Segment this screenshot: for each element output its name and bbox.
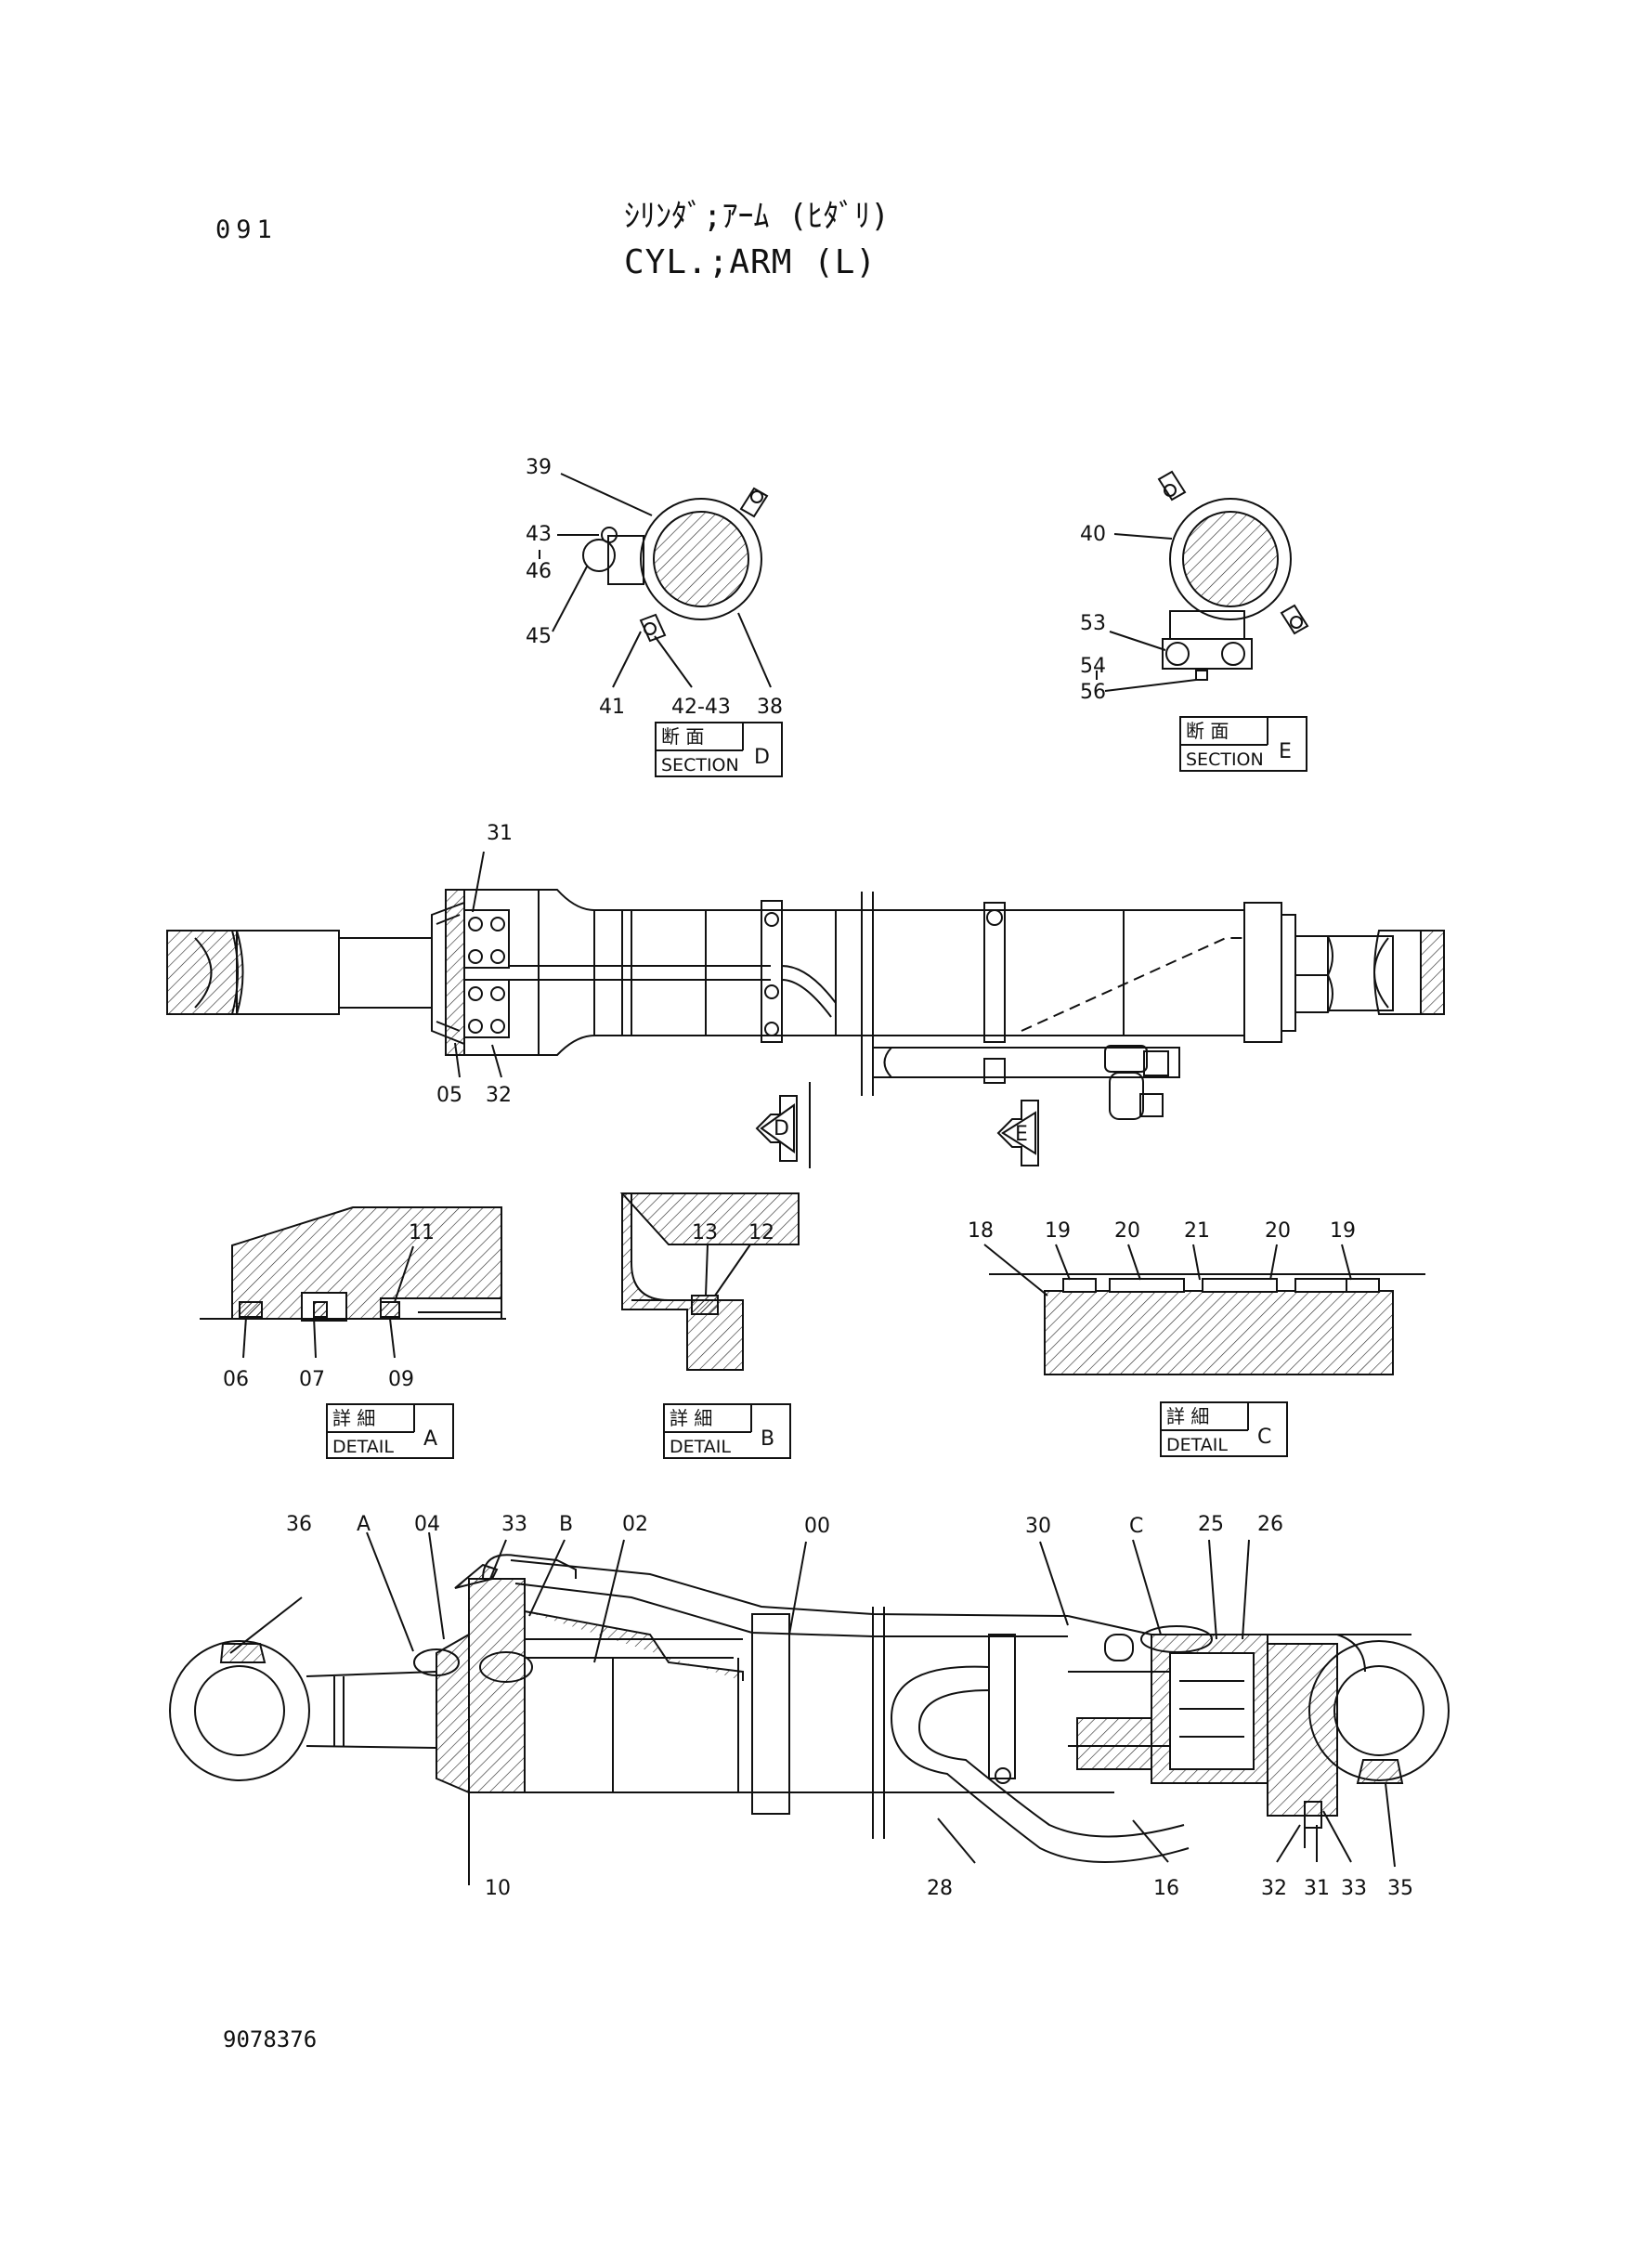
callout: 06 (223, 1368, 249, 1391)
arrow-e-letter: E (1015, 1123, 1028, 1146)
callout: 18 (968, 1219, 994, 1243)
cutaway-cylinder-view (169, 1531, 1450, 1885)
callout: 12 (748, 1221, 774, 1244)
callout: 38 (757, 696, 783, 719)
callout: 13 (692, 1221, 718, 1244)
callout: 32 (1261, 1877, 1287, 1900)
callout: 45 (526, 625, 552, 648)
callout: 10 (485, 1877, 511, 1900)
callout: 26 (1257, 1513, 1283, 1536)
callout: 25 (1198, 1513, 1224, 1536)
callout: 33 (501, 1513, 527, 1536)
detail-c-box-letter: C (1257, 1426, 1271, 1449)
section-d-box-top: 断 面 (661, 725, 704, 748)
callout: 16 (1153, 1877, 1179, 1900)
box-labels: 断 面 SECTION D 断 面 SECTION E 詳 細 DETAIL A… (332, 720, 1292, 1457)
callout: A (357, 1513, 371, 1536)
callout: 20 (1114, 1219, 1140, 1243)
section-e-box-top: 断 面 (1186, 720, 1229, 742)
callout: C (1129, 1515, 1143, 1538)
callout: B (559, 1513, 573, 1536)
section-arrow-d (760, 1103, 795, 1153)
detail-a-view (200, 1206, 506, 1459)
detail-c-box-top: 詳 細 (1166, 1405, 1209, 1427)
callout-labels: 39 43 46 45 41 42-43 38 40 53 54 56 31 0… (223, 456, 1413, 1900)
callout: 19 (1045, 1219, 1071, 1243)
callout: 56 (1080, 681, 1106, 704)
callout: 32 (486, 1084, 512, 1107)
section-arrow-e (1001, 1111, 1036, 1155)
detail-a-box-top: 詳 細 (332, 1407, 375, 1429)
callout: 31 (487, 822, 513, 845)
callout: 30 (1025, 1515, 1051, 1538)
detail-a-box-letter: A (423, 1427, 437, 1451)
section-d-box-letter: D (754, 746, 770, 769)
detail-c-view (983, 1244, 1425, 1457)
callout: 54 (1080, 655, 1106, 678)
main-cylinder-view (166, 851, 1445, 1168)
callout: 21 (1184, 1219, 1210, 1243)
callout: 28 (927, 1877, 953, 1900)
callout: 33 (1341, 1877, 1367, 1900)
section-e-box-bottom: SECTION (1186, 749, 1264, 770)
detail-b-box-bottom: DETAIL (670, 1437, 731, 1457)
callout: 53 (1080, 612, 1106, 635)
callout: 35 (1387, 1877, 1413, 1900)
callout: 40 (1080, 523, 1106, 546)
callout: 42-43 (671, 696, 731, 719)
section-d-view (539, 473, 783, 777)
callout: 00 (804, 1515, 830, 1538)
section-e-box-letter: E (1279, 740, 1292, 763)
callout: 39 (526, 456, 552, 479)
detail-a-box-bottom: DETAIL (332, 1437, 394, 1457)
document-number: 9078376 (223, 2026, 318, 2052)
section-e-view (1096, 470, 1309, 772)
callout: 19 (1330, 1219, 1356, 1243)
callout: 36 (286, 1513, 312, 1536)
callout: 04 (414, 1513, 440, 1536)
callout: 11 (409, 1221, 435, 1244)
callout: 05 (436, 1084, 462, 1107)
title-japanese: ｼﾘﾝﾀﾞ;ｱｰﾑ (ﾋﾀﾞﾘ) (624, 198, 890, 235)
callout: 09 (388, 1368, 414, 1391)
callout: 20 (1265, 1219, 1291, 1243)
callout: 31 (1304, 1877, 1330, 1900)
callout: 41 (599, 696, 625, 719)
callout: 46 (526, 560, 552, 583)
detail-b-box-letter: B (761, 1427, 774, 1451)
arrow-d-letter: D (774, 1117, 789, 1140)
detail-b-box-top: 詳 細 (670, 1407, 712, 1429)
callout: 43 (526, 523, 552, 546)
page-number: 091 (215, 215, 278, 244)
section-d-box-bottom: SECTION (661, 755, 739, 775)
detail-b-view (619, 1192, 800, 1459)
callout: 07 (299, 1368, 325, 1391)
title-english: CYL.;ARM (L) (624, 243, 878, 281)
callout: 02 (622, 1513, 648, 1536)
detail-c-box-bottom: DETAIL (1166, 1435, 1228, 1455)
